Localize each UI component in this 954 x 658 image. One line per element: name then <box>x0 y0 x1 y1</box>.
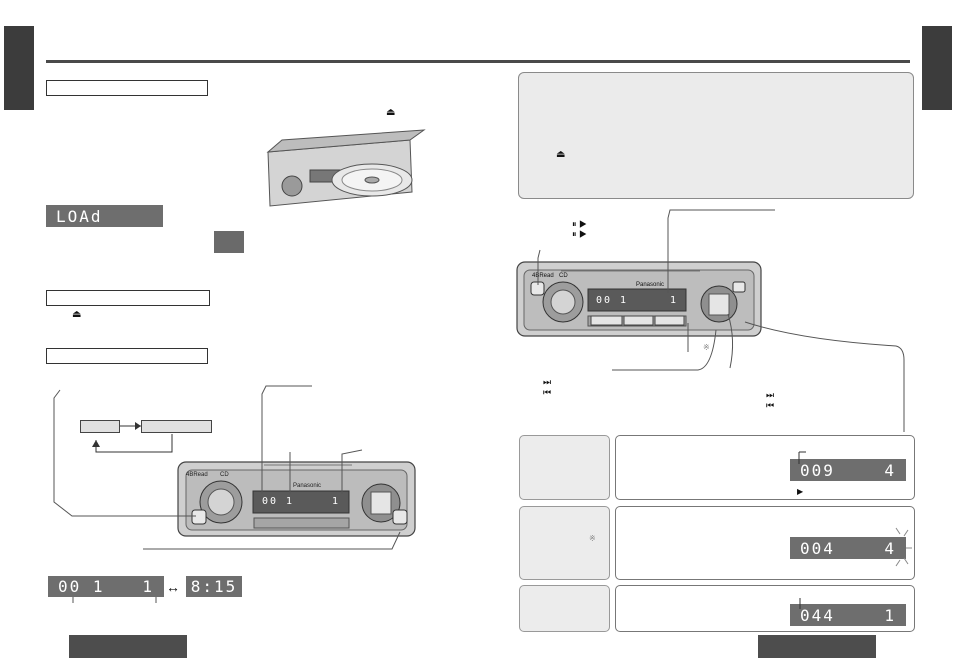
mode-label-box-3 <box>519 585 610 632</box>
mode-label-box-1 <box>519 435 610 500</box>
mode-2-asterisk: ※ <box>589 534 596 543</box>
clock-display: 8:15 <box>186 576 242 597</box>
mode-1-play-symbol: ▶ <box>797 487 804 496</box>
mode-display-1-track: 009 <box>800 460 835 480</box>
right-head-disc: 1 <box>669 294 678 306</box>
load-display: LOAd <box>46 205 163 227</box>
caution-panel <box>518 72 914 199</box>
brand-name-left: Panasonic <box>293 483 322 489</box>
heading-box-eject <box>46 290 210 306</box>
clock-display-text: 8:15 <box>190 577 238 596</box>
eject-symbol: ⏏ <box>386 107 396 118</box>
track-display: 00 1 1 <box>48 576 164 597</box>
flow-box-end <box>141 420 212 433</box>
load-display-text: LOAd <box>56 206 103 226</box>
brand-badge-left: CD <box>220 472 229 478</box>
preset-asterisk: ※ <box>703 343 710 352</box>
right-section-tab <box>922 26 952 110</box>
left-section-tab <box>4 26 34 110</box>
mode-display-2-track: 004 <box>800 538 835 558</box>
left-head-display: 00 1 1 <box>256 493 346 510</box>
mode-desc-box-2 <box>615 506 915 580</box>
heading-box-display <box>46 348 208 364</box>
page-footer-tab-right <box>758 635 876 658</box>
mode-display-3-track: 044 <box>800 605 835 625</box>
left-head-track: 00 1 <box>262 496 295 507</box>
faceplate-open-drawing <box>266 129 426 207</box>
brand-model-label-left: 4BRead <box>186 472 208 478</box>
prev-symbol-left: ⏮ <box>543 387 552 397</box>
mode-display-2-num: 4 <box>884 538 896 558</box>
brand-name-right: Panasonic <box>636 282 665 288</box>
left-head-disc: 1 <box>331 496 340 507</box>
mode-display-3-num: 1 <box>884 605 896 625</box>
pause-play-symbol-1: ⏸ ▶ <box>572 219 588 229</box>
next-symbol-left: ⏭ <box>543 377 552 387</box>
track-display-track: 00 1 <box>58 577 105 596</box>
mode-indicator-square <box>214 231 244 253</box>
eject-symbol-small: ⏏ <box>72 309 82 320</box>
brand-model-label-right: 4BRead <box>532 273 554 279</box>
prev-symbol-right: ⏮ <box>766 400 775 410</box>
mode-label-box-2 <box>519 506 610 580</box>
pause-play-symbol-2: ⏸ ▶ <box>572 229 588 239</box>
mode-display-3: 044 1 <box>790 604 906 626</box>
heading-box-insert <box>46 80 208 96</box>
caution-eject-symbol: ⏏ <box>556 149 566 160</box>
mode-display-1: 009 4 <box>790 459 906 481</box>
track-display-disc: 1 <box>142 577 154 596</box>
page-footer-tab-left <box>69 635 187 658</box>
header-rule <box>46 60 910 63</box>
cd-disc-drawing <box>331 163 413 197</box>
swap-arrow: ↔ <box>166 579 180 595</box>
mode-display-2: 004 4 <box>790 537 906 559</box>
brand-badge-right: CD <box>559 273 568 279</box>
right-head-track: 00 1 <box>596 294 629 306</box>
right-head-display: 00 1 1 <box>590 291 684 309</box>
next-symbol-right: ⏭ <box>766 390 775 400</box>
mode-display-1-num: 4 <box>884 460 896 480</box>
flow-box-start <box>80 420 120 433</box>
